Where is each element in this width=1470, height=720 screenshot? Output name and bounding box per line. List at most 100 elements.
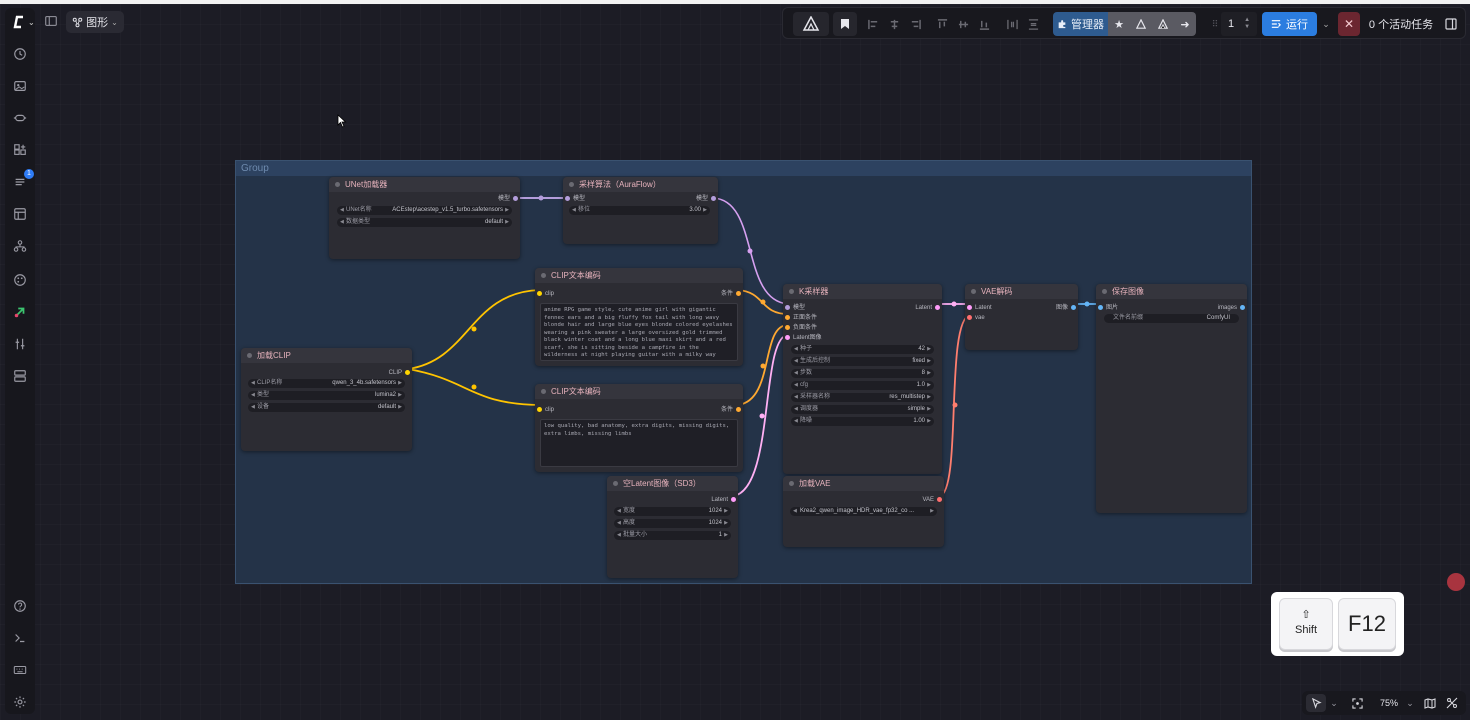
active-tasks-button[interactable]: 0 个活动任务 [1368,19,1434,31]
node-vae-decode[interactable]: VAE解码 Latent vae 图像 [965,284,1078,350]
batch-count-input[interactable]: 1 ▲▼ [1221,12,1257,36]
node-title[interactable]: 空Latent图像（SD3） [607,476,738,491]
comfy-b-icon[interactable] [1152,12,1174,36]
drag-handle-icon[interactable]: ⠿ [1211,18,1219,29]
select-pointer-icon[interactable] [1306,694,1326,712]
output-slot-conditioning[interactable] [736,291,741,296]
input-slot-latent[interactable] [785,335,790,340]
app-logo-icon[interactable]: ⌄ [11,12,37,32]
toggle-panel-icon[interactable] [1442,12,1460,36]
align-middle-icon[interactable] [955,12,971,36]
manager-button[interactable]: 管理器 [1053,12,1108,36]
model-library-icon[interactable] [10,108,30,128]
output-slot-conditioning[interactable] [736,407,741,412]
node-title[interactable]: VAE解码 [965,284,1078,299]
group-title[interactable]: Group [236,161,1251,176]
align-top-icon[interactable] [934,12,950,36]
keyboard-icon[interactable] [10,660,30,680]
node-title[interactable]: UNet加载器 [329,177,520,192]
node-title[interactable]: 采样算法（AuraFlow） [563,177,718,192]
node-library-icon[interactable] [10,140,30,160]
vae-name-combo[interactable]: ◀Krea2_qwen_image_HDR_vae_fp32_co ...▶ [790,507,937,516]
prompt-textarea[interactable]: anime RPG game style, cute anime girl wi… [540,303,738,361]
output-slot-images[interactable] [1240,305,1245,310]
zoom-chevron-icon[interactable]: ⌄ [1406,697,1414,708]
queue-icon[interactable]: 1 [10,169,34,192]
share-arrow-icon[interactable]: ➜ [1174,12,1196,36]
node-title[interactable]: 加载VAE [783,476,944,491]
node-clip-text-encode-negative[interactable]: CLIP文本编码 clip 条件 low quality, bad anatom… [535,384,743,472]
help-icon[interactable] [10,596,30,616]
comfy-logo-button[interactable] [793,12,829,36]
terminal-icon[interactable] [10,628,30,648]
workflows-icon[interactable] [10,204,30,224]
input-slot-model[interactable] [785,305,790,310]
images-icon[interactable] [10,76,30,96]
toggle-tabs-icon[interactable] [44,14,60,30]
templates-icon[interactable] [10,366,30,386]
run-options-chevron-icon[interactable]: ⌄ [1322,18,1330,29]
settings-gear-icon[interactable] [10,692,30,712]
comfy-a-icon[interactable] [1130,12,1152,36]
node-clip-text-encode-positive[interactable]: CLIP文本编码 clip 条件 anime RPG game style, c… [535,268,743,366]
output-slot-model[interactable] [513,196,518,201]
align-center-icon[interactable] [886,12,902,36]
input-slot-clip[interactable] [537,407,542,412]
align-bottom-icon[interactable] [976,12,992,36]
minimap-icon[interactable] [1422,695,1438,711]
align-left-icon[interactable] [865,12,881,36]
history-icon[interactable] [10,44,30,64]
output-slot-vae[interactable] [937,497,942,502]
distribute-horizontal-icon[interactable] [1004,12,1020,36]
align-right-icon[interactable] [907,12,923,36]
input-slot-model[interactable] [565,196,570,201]
output-slot-latent[interactable] [935,305,940,310]
extension-puzzle-icon[interactable] [10,302,30,322]
input-slot-positive[interactable] [785,315,790,320]
star-icon[interactable]: ★ [1108,12,1130,36]
node-load-vae[interactable]: 加载VAE VAE ◀Krea2_qwen_image_HDR_vae_fp32… [783,476,944,547]
input-slot-clip[interactable] [537,291,542,296]
graph-mode-tab[interactable]: 图形 ⌄ [66,11,124,33]
node-title[interactable]: 保存图像 [1096,284,1247,299]
input-slot-negative[interactable] [785,325,790,330]
run-button[interactable]: 运行 [1262,12,1317,36]
cancel-run-button[interactable]: ✕ [1338,12,1360,36]
input-slot-latent[interactable] [967,305,972,310]
output-slot-latent[interactable] [731,497,736,502]
prompt-textarea[interactable]: low quality, bad anatomy, extra digits, … [540,419,738,467]
hierarchy-icon[interactable] [10,236,30,256]
fit-view-icon[interactable] [1349,695,1365,711]
output-slot-model[interactable] [711,196,716,201]
user-avatar-icon[interactable] [1447,573,1465,591]
bookmark-button[interactable] [833,12,857,36]
palette-icon[interactable] [10,270,30,290]
output-slot-image[interactable] [1071,305,1076,310]
compare-icon[interactable] [10,334,30,354]
node-title[interactable]: CLIP文本编码 [535,384,743,399]
output-slot-clip[interactable] [405,370,410,375]
node-title[interactable]: K采样器 [783,284,942,299]
node-title[interactable]: CLIP文本编码 [535,268,743,283]
